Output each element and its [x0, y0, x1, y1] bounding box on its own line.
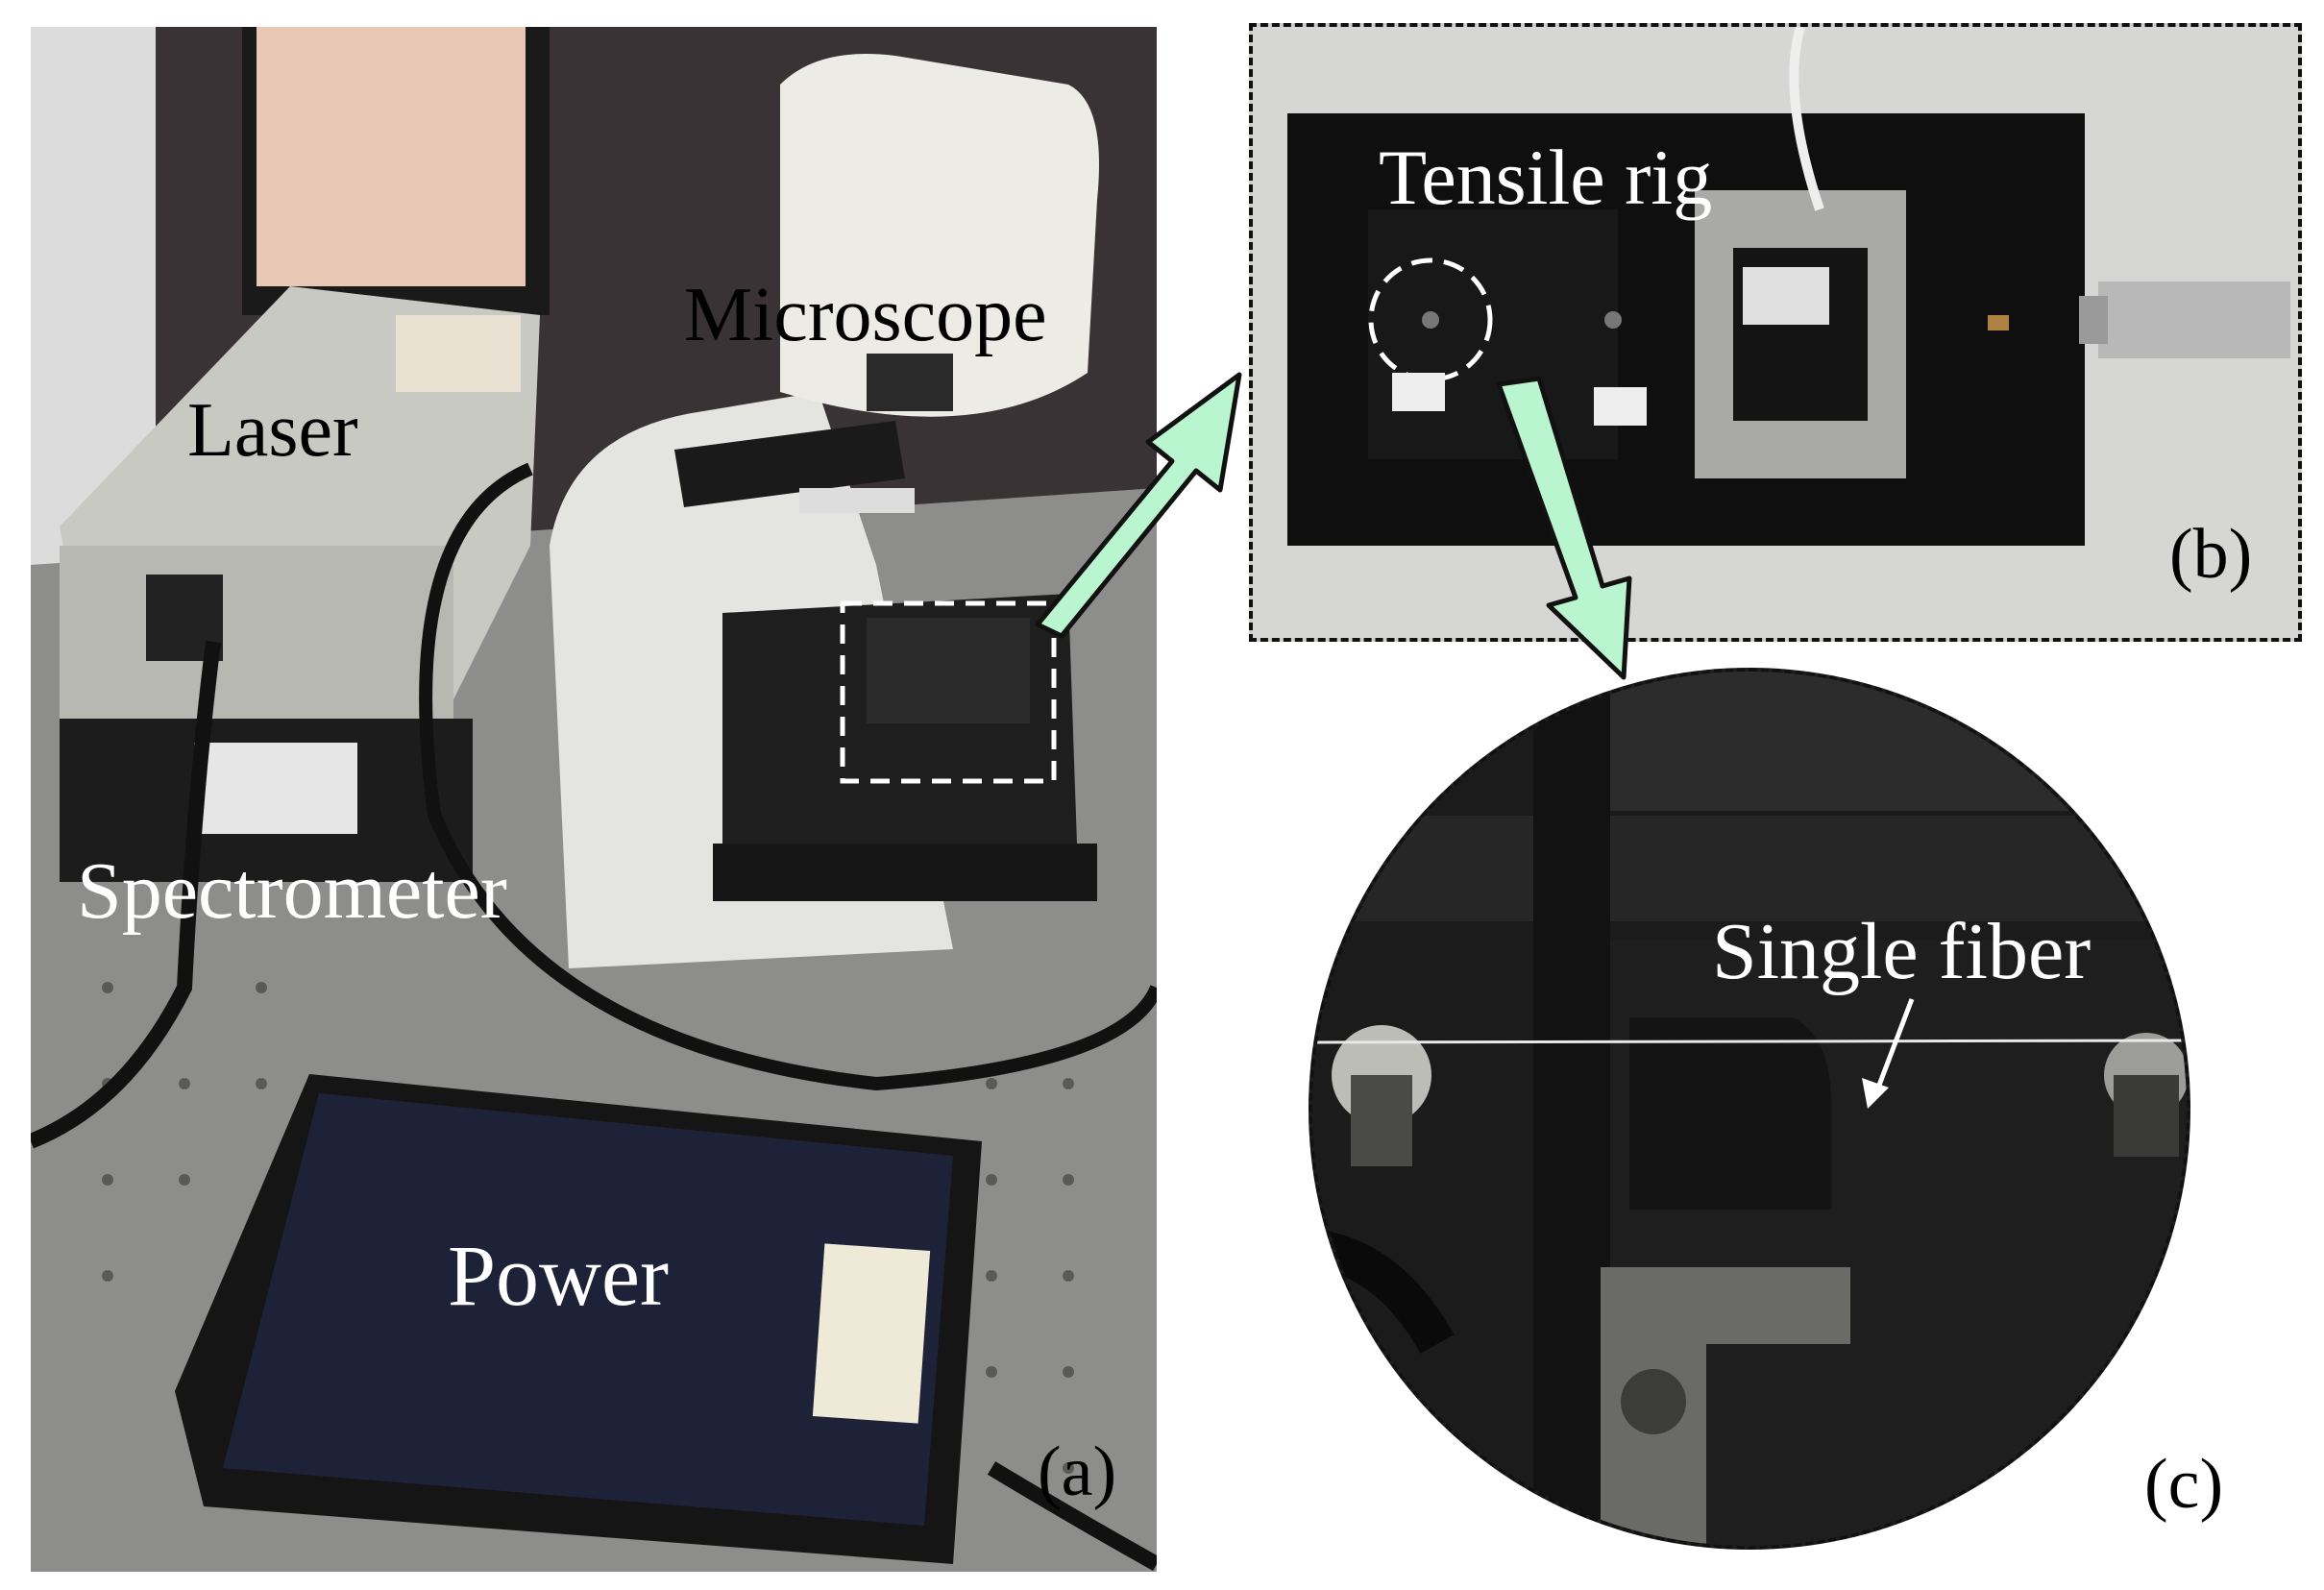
- spectrometer-label: Spectrometer: [77, 846, 507, 936]
- fiber-pointer-arrow: [1862, 998, 1915, 1109]
- arrow-a-to-b: [1035, 372, 1242, 639]
- panel-c-zoom: [1309, 668, 2190, 1550]
- arrow-b-to-c: [1496, 376, 1632, 680]
- single-fiber-label: Single fiber: [1712, 907, 2092, 996]
- power-label: Power: [448, 1229, 669, 1324]
- tensile-rig-illustration: [1253, 27, 2298, 638]
- panel-b-tag: (b): [2169, 515, 2253, 594]
- panel-b-photo: [1249, 23, 2302, 642]
- panel-a-photo: [31, 27, 1157, 1572]
- panel-a-tag: (a): [1038, 1432, 1117, 1511]
- laser-label: Laser: [187, 388, 358, 473]
- setup-photo-illustration: [31, 27, 1157, 1572]
- microscope-label: Microscope: [684, 273, 1047, 357]
- single-fiber-illustration: [1312, 672, 2187, 1546]
- tensile-rig-label: Tensile rig: [1379, 134, 1713, 221]
- panel-c-tag: (c): [2144, 1445, 2224, 1524]
